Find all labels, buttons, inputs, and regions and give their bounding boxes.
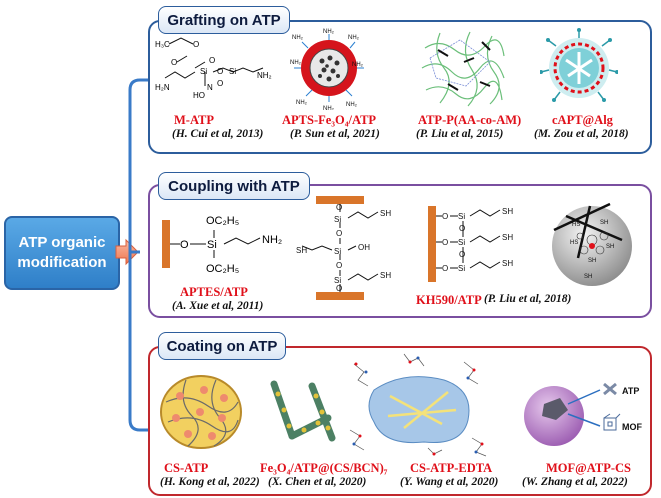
svg-text:N: N — [207, 83, 213, 92]
svg-text:SH: SH — [502, 233, 513, 242]
svg-text:NH₂: NH₂ — [290, 60, 302, 66]
svg-text:SH: SH — [380, 271, 391, 280]
mof-atp-cs-image: ATP MOF — [524, 382, 642, 446]
cs-atp-edta-image — [349, 353, 487, 457]
fe3o4-atp-image — [270, 380, 336, 442]
svg-text:O: O — [442, 238, 448, 247]
coating-item-1-label: CS-ATP — [164, 461, 209, 475]
aptes-structure: O Si OC₂H₅ OC₂H₅ NH₂ — [162, 215, 282, 275]
svg-text:O: O — [180, 239, 189, 251]
kh590-sphere-image: HS SH SH HS SH SH — [552, 202, 632, 286]
svg-text:SH: SH — [584, 274, 592, 280]
svg-text:HS: HS — [572, 222, 580, 228]
svg-text:OH: OH — [358, 243, 370, 252]
svg-text:O: O — [336, 229, 342, 238]
svg-text:NH₂: NH₂ — [292, 35, 304, 41]
section-grafting-title: Grafting on ATP — [158, 6, 290, 34]
svg-text:O: O — [459, 224, 465, 233]
svg-text:Si: Si — [229, 67, 236, 76]
svg-text:O: O — [442, 264, 448, 273]
svg-text:O: O — [193, 40, 199, 49]
svg-text:NH₂: NH₂ — [262, 234, 282, 246]
svg-text:O: O — [336, 261, 342, 270]
coating-item-4-citation: (W. Zhang et al, 2022) — [522, 476, 628, 488]
grafting-item-3-label: ATP-P(AA-co-AM) — [418, 113, 522, 127]
coating-item-3-label: CS-ATP-EDTA — [410, 461, 493, 475]
svg-text:O: O — [209, 56, 215, 65]
main-node-line1: ATP organic — [18, 234, 106, 251]
svg-text:MOF: MOF — [622, 422, 642, 432]
coating-item-2-citation: (X. Chen et al, 2020) — [268, 476, 367, 488]
svg-text:H₃C: H₃C — [155, 40, 170, 49]
apts-particle-image: NH₂ NH₂ NH₂ NH₂ NH₂ NH₂ NH₂ NH₂ — [290, 29, 364, 110]
svg-text:HS: HS — [570, 240, 578, 246]
grafting-item-3-citation: (P. Liu et al, 2015) — [416, 128, 504, 140]
grafting-item-4-citation: (M. Zou et al, 2018) — [534, 128, 629, 140]
svg-text:O: O — [336, 284, 342, 293]
svg-text:Si: Si — [458, 212, 465, 221]
siloxane-structure: O Si O Si O Si O SH OH SH SH — [296, 196, 391, 300]
svg-text:OC₂H₅: OC₂H₅ — [206, 215, 239, 227]
main-node-line2: modification — [17, 254, 107, 271]
capt-alg-image — [540, 28, 618, 102]
svg-text:OC₂H₅: OC₂H₅ — [206, 263, 239, 275]
coating-item-4-label: MOF@ATP-CS — [546, 461, 631, 475]
coating-item-2-label: Fe₃O₄/ATP@(CS/BCN)₇ — [260, 461, 388, 475]
kh590-structure: O Si O Si O Si O O SH SH SH — [428, 206, 513, 282]
svg-text:NH₂: NH₂ — [323, 29, 335, 35]
svg-text:O: O — [442, 212, 448, 221]
svg-text:Si: Si — [207, 239, 217, 251]
coating-item-1-citation: (H. Kong et al, 2022) — [160, 476, 260, 488]
svg-text:H₂N: H₂N — [155, 83, 170, 92]
m-atp-structure: H₃C O O Si O O Si H₂N N O HO NH₂ — [155, 37, 272, 100]
svg-text:NH₂: NH₂ — [346, 102, 358, 108]
cs-atp-image — [160, 375, 242, 449]
network-image — [421, 31, 505, 107]
coupling-item-2-label: KH590/ATP — [416, 293, 482, 307]
coupling-item-1-citation: (A. Xue et al, 2011) — [172, 300, 264, 312]
grafting-item-2-label: APTS-Fe₃O₄/ATP — [282, 113, 377, 127]
bracket-line — [128, 78, 148, 432]
section-coating-title: Coating on ATP — [158, 332, 286, 360]
section-coupling-title: Coupling with ATP — [158, 172, 310, 200]
coating-item-3-citation: (Y. Wang et al, 2020) — [400, 476, 499, 488]
svg-text:Si: Si — [458, 264, 465, 273]
grafting-item-1-citation: (H. Cui et al, 2013) — [172, 128, 264, 140]
grafting-item-1-label: M-ATP — [174, 113, 215, 127]
svg-text:SH: SH — [296, 246, 307, 255]
grafting-item-4-label: cAPT@Alg — [552, 113, 613, 127]
svg-text:SH: SH — [588, 258, 596, 264]
svg-text:Si: Si — [334, 276, 341, 285]
svg-text:SH: SH — [606, 244, 614, 250]
arrow-icon — [115, 238, 139, 266]
coupling-item-2-citation: (P. Liu et al, 2018) — [484, 293, 572, 305]
svg-text:O: O — [459, 250, 465, 259]
svg-text:NH₂: NH₂ — [352, 62, 364, 68]
grafting-item-2-citation: (P. Sun et al, 2021) — [290, 128, 380, 140]
svg-text:NH₂: NH₂ — [257, 71, 272, 80]
svg-text:O: O — [217, 79, 223, 88]
svg-text:SH: SH — [502, 207, 513, 216]
svg-text:SH: SH — [600, 220, 608, 226]
svg-text:NH₂: NH₂ — [296, 100, 308, 106]
svg-text:O: O — [171, 58, 177, 67]
svg-text:Si: Si — [334, 247, 341, 256]
svg-text:NH₂: NH₂ — [323, 106, 335, 110]
svg-text:Si: Si — [334, 215, 341, 224]
svg-text:NH₂: NH₂ — [348, 35, 360, 41]
svg-text:HO: HO — [193, 91, 205, 100]
coupling-item-1-label: APTES/ATP — [180, 285, 248, 299]
svg-text:O: O — [217, 67, 223, 76]
svg-text:SH: SH — [380, 209, 391, 218]
svg-text:Si: Si — [200, 67, 207, 76]
main-node: ATP organic modification — [4, 216, 120, 290]
svg-text:SH: SH — [502, 259, 513, 268]
svg-text:O: O — [336, 203, 342, 212]
svg-text:Si: Si — [458, 238, 465, 247]
svg-text:ATP: ATP — [622, 386, 639, 396]
